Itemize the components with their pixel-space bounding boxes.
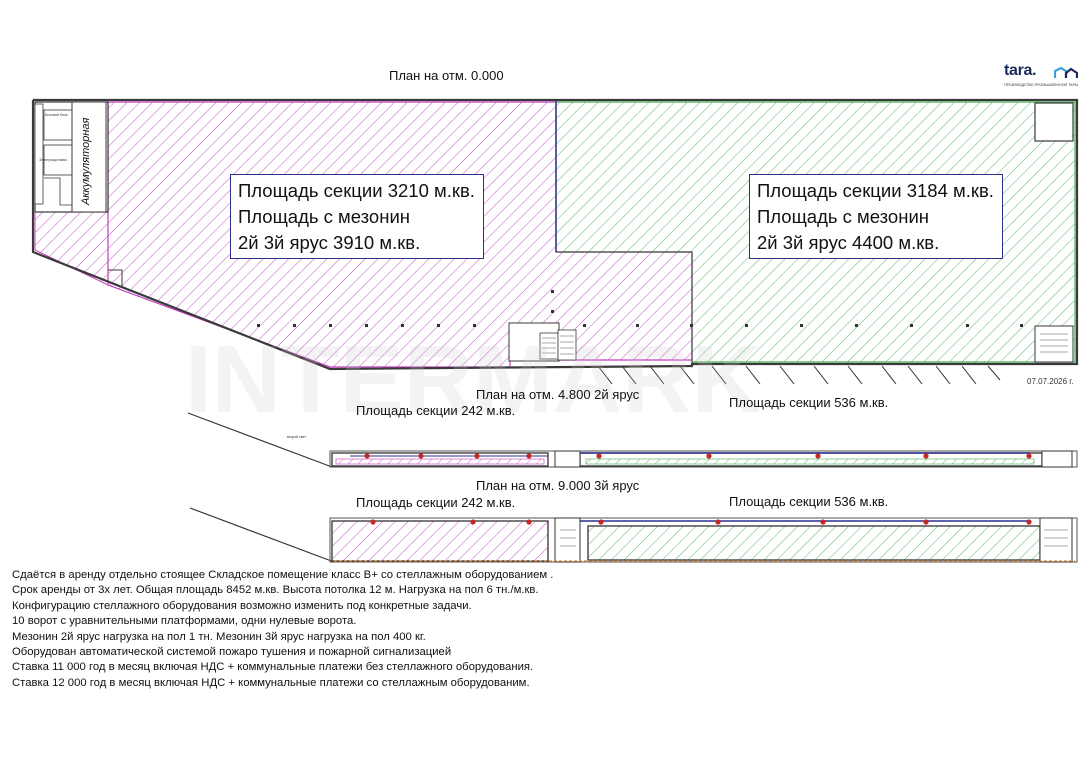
- right-section-line-1: Площадь секции 3184 м.кв.: [757, 180, 994, 201]
- left-annex-zone: [34, 211, 109, 286]
- switchboard-room-label: Электрощитовая: [39, 158, 67, 162]
- right-section-line-3: 2й 3й ярус 4400 м.кв.: [757, 232, 940, 253]
- description-line: Конфигурацию стеллажного оборудования во…: [12, 599, 472, 612]
- description-line: Ставка 11 000 год в месяц включая НДС + …: [12, 661, 534, 674]
- right-section-label: Площадь секции 3184 м.кв. Площадь с мезо…: [749, 174, 1003, 259]
- description-line: Срок аренды от 3х лет. Общая площадь 845…: [12, 584, 539, 597]
- description-line: 10 ворот с уравнительными платформами, о…: [12, 615, 357, 628]
- level2-plan: [187, 412, 1078, 468]
- ground-plan-title: План на отм. 0.000: [389, 68, 504, 83]
- level2-left-area: Площадь секции 242 м.кв.: [356, 403, 516, 418]
- ground-outer-wall: [31, 98, 1079, 371]
- plan-date: 07.07.2026 г.: [1027, 377, 1074, 386]
- level3-left-area: Площадь секции 242 м.кв.: [356, 495, 516, 510]
- description-line: Мезонин 2й ярус нагрузка на пол 1 тн. Ме…: [12, 630, 426, 643]
- logo-icon: [1054, 67, 1078, 78]
- level2-right-area: Площадь секции 536 м.кв.: [729, 395, 889, 410]
- description-line: Оборудован автоматической системой пожар…: [12, 646, 452, 659]
- tara-logo: tara. ПРОИЗВОДСТВО ПРОМЫШЛЕННОЙ ТАРЫ: [1004, 62, 1078, 92]
- service-room-label: Бытовой блок: [45, 113, 68, 117]
- level2-plan-title: План на отм. 4.800 2й ярус: [476, 387, 640, 402]
- left-section-label: Площадь секции 3210 м.кв. Площадь с мезо…: [230, 174, 484, 259]
- left-section-line-1: Площадь секции 3210 м.кв.: [238, 180, 475, 201]
- logo-tagline: ПРОИЗВОДСТВО ПРОМЫШЛЕННОЙ ТАРЫ: [1004, 83, 1079, 87]
- level3-plan: [189, 507, 1078, 563]
- right-section-line-2: Площадь с мезонин: [757, 206, 929, 227]
- level3-plan-title: План на отм. 9.000 3й ярус: [476, 478, 640, 493]
- left-section-line-3: 2й 3й ярус 3910 м.кв.: [238, 232, 421, 253]
- battery-room-label: Аккумуляторная: [80, 117, 92, 205]
- second-light-label: второй свет: [287, 435, 307, 439]
- description-line: Сдаётся в аренду отдельно стоящее Складс…: [12, 569, 554, 581]
- description-line: Ставка 12 000 год в месяц включая НДС + …: [12, 676, 530, 689]
- watermark: INTERMARK: [185, 326, 761, 433]
- left-section-line-2: Площадь с мезонин: [238, 206, 410, 227]
- dock-gates: [597, 365, 1001, 385]
- offer-description: Сдаётся в аренду отдельно стоящее Складс…: [12, 568, 553, 691]
- logo-wordmark: tara.: [1004, 62, 1037, 79]
- level3-right-area: Площадь секции 536 м.кв.: [729, 494, 889, 509]
